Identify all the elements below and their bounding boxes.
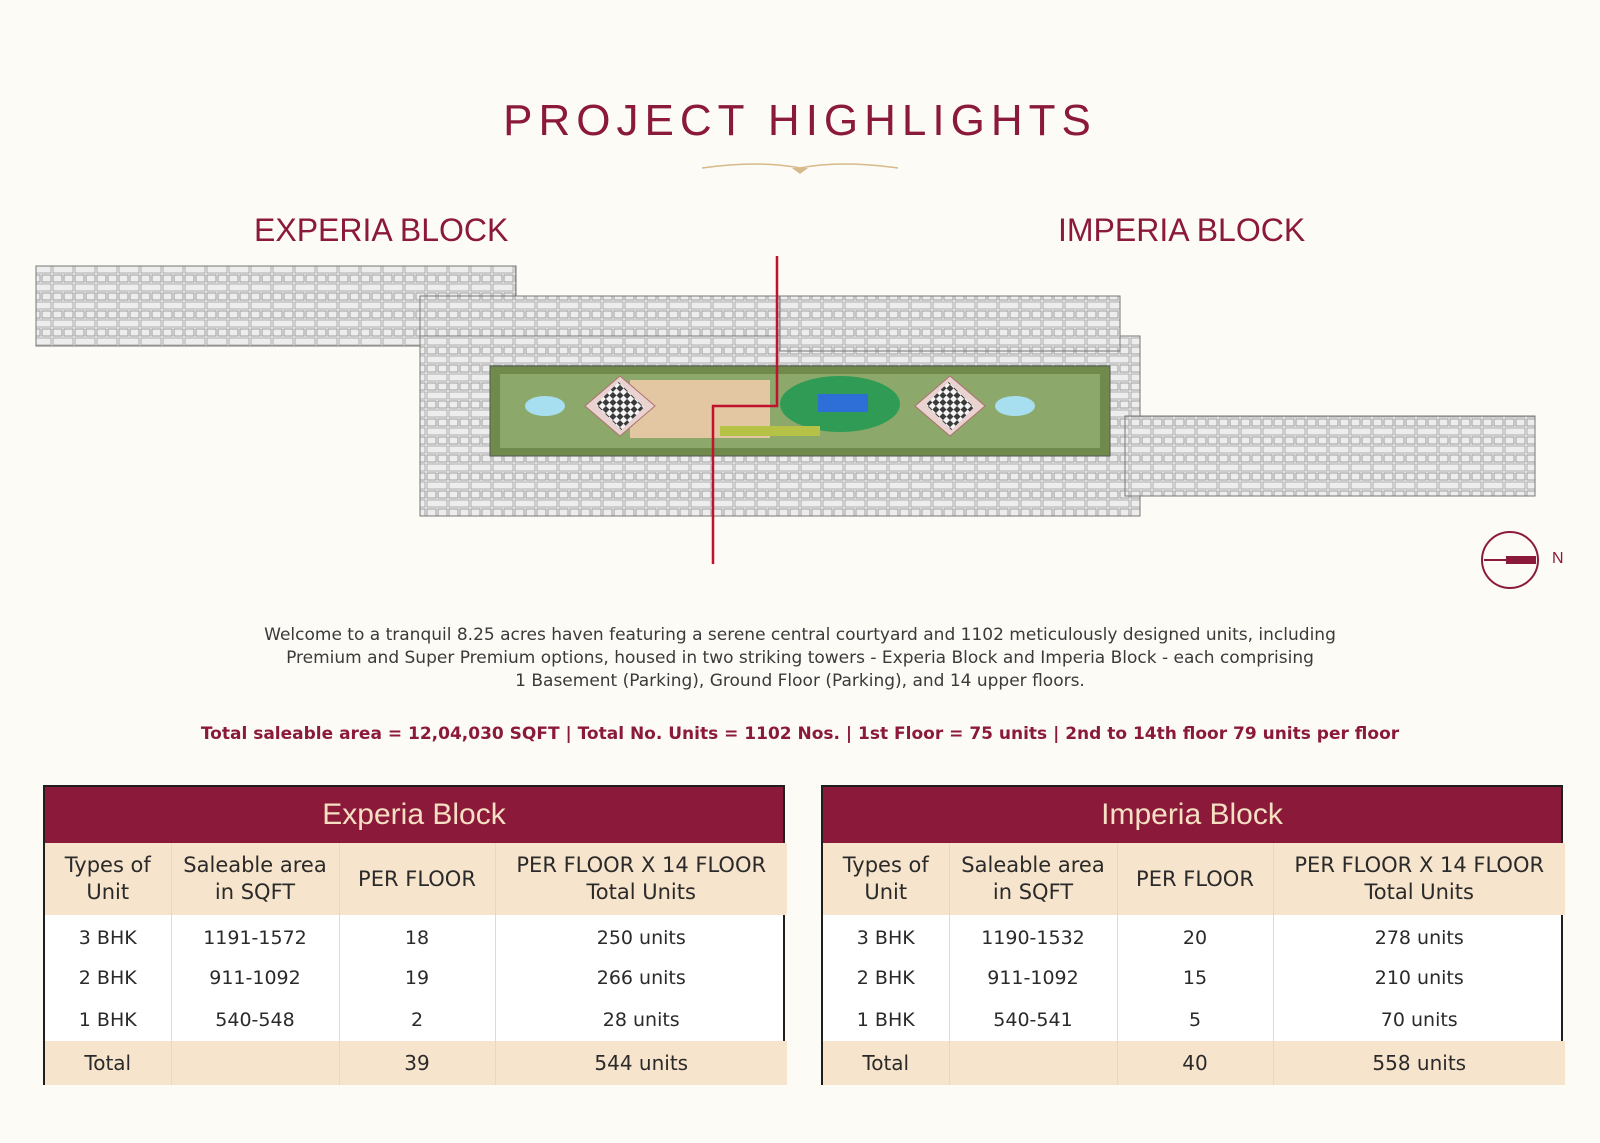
cell-unit-type: 3 BHK (45, 915, 172, 957)
description-line: Premium and Super Premium options, house… (286, 648, 1314, 668)
table-total-row: Total 40 558 units (823, 1041, 1565, 1085)
table-row: 3 BHK 1190-1532 20 278 units (823, 915, 1565, 957)
cell-total-area (949, 1041, 1118, 1085)
site-plan-image (35, 256, 1536, 564)
cell-per-floor: 18 (339, 915, 496, 957)
title-ornament (701, 163, 899, 174)
imperia-table-title: Imperia Block (823, 787, 1561, 843)
cell-per-floor: 2 (339, 999, 496, 1041)
cell-total: 266 units (596, 967, 686, 989)
project-summary: Total saleable area = 12,04,030 SQFT | T… (200, 724, 1400, 744)
cell-area: 540-541 (949, 999, 1118, 1041)
cell-unit-type: 2 BHK (45, 957, 172, 999)
cell-unit-type: 3 BHK (823, 915, 950, 957)
compass-north-label: N (1552, 550, 1564, 567)
table-row: 3 BHK 1191-1572 18 250 units (45, 915, 787, 957)
header-per-floor: PER FLOOR (339, 843, 496, 915)
imperia-block-heading: IMPERIA BLOCK (1058, 212, 1306, 248)
cell-total: 210 units (1374, 967, 1464, 989)
cell-total-label: Total (45, 1041, 172, 1085)
cell-total: 28 units (602, 1009, 680, 1031)
cell-total-area (171, 1041, 340, 1085)
cell-unit-type: 1 BHK (45, 999, 172, 1041)
cell-area: 540-548 (171, 999, 340, 1041)
experia-table-title: Experia Block (45, 787, 783, 843)
cell-total: 70 units (1380, 1009, 1458, 1031)
description-line: 1 Basement (Parking), Ground Floor (Park… (515, 671, 1085, 691)
north-compass-icon (1481, 531, 1539, 589)
cell-area: 911-1092 (949, 957, 1118, 999)
page-title: PROJECT HIGHLIGHTS (503, 96, 1097, 145)
cell-area: 1190-1532 (949, 915, 1118, 957)
table-row: 2 BHK 911-1092 19 266 units (45, 957, 787, 999)
cell-total-units: 558 units (1372, 1051, 1467, 1075)
cell-per-floor: 19 (339, 957, 496, 999)
cell-total-label: Total (823, 1041, 950, 1085)
cell-area: 1191-1572 (171, 915, 340, 957)
cell-total-per-floor: 39 (339, 1041, 496, 1085)
cell-total: 250 units (596, 927, 686, 949)
cell-total: 278 units (1374, 927, 1464, 949)
cell-per-floor: 15 (1117, 957, 1274, 999)
table-row: 1 BHK 540-541 5 70 units (823, 999, 1565, 1041)
table-total-row: Total 39 544 units (45, 1041, 787, 1085)
cell-per-floor: 20 (1117, 915, 1274, 957)
cell-area: 911-1092 (171, 957, 340, 999)
experia-block-heading: EXPERIA BLOCK (254, 212, 509, 248)
project-description: Welcome to a tranquil 8.25 acres haven f… (200, 624, 1400, 693)
table-row: 1 BHK 540-548 2 28 units (45, 999, 787, 1041)
cell-per-floor: 5 (1117, 999, 1274, 1041)
cell-total-per-floor: 40 (1117, 1041, 1274, 1085)
cell-unit-type: 2 BHK (823, 957, 950, 999)
cell-total-units: 544 units (594, 1051, 689, 1075)
cell-unit-type: 1 BHK (823, 999, 950, 1041)
table-row: 2 BHK 911-1092 15 210 units (823, 957, 1565, 999)
description-line: Welcome to a tranquil 8.25 acres haven f… (264, 625, 1336, 645)
header-per-floor: PER FLOOR (1117, 843, 1274, 915)
